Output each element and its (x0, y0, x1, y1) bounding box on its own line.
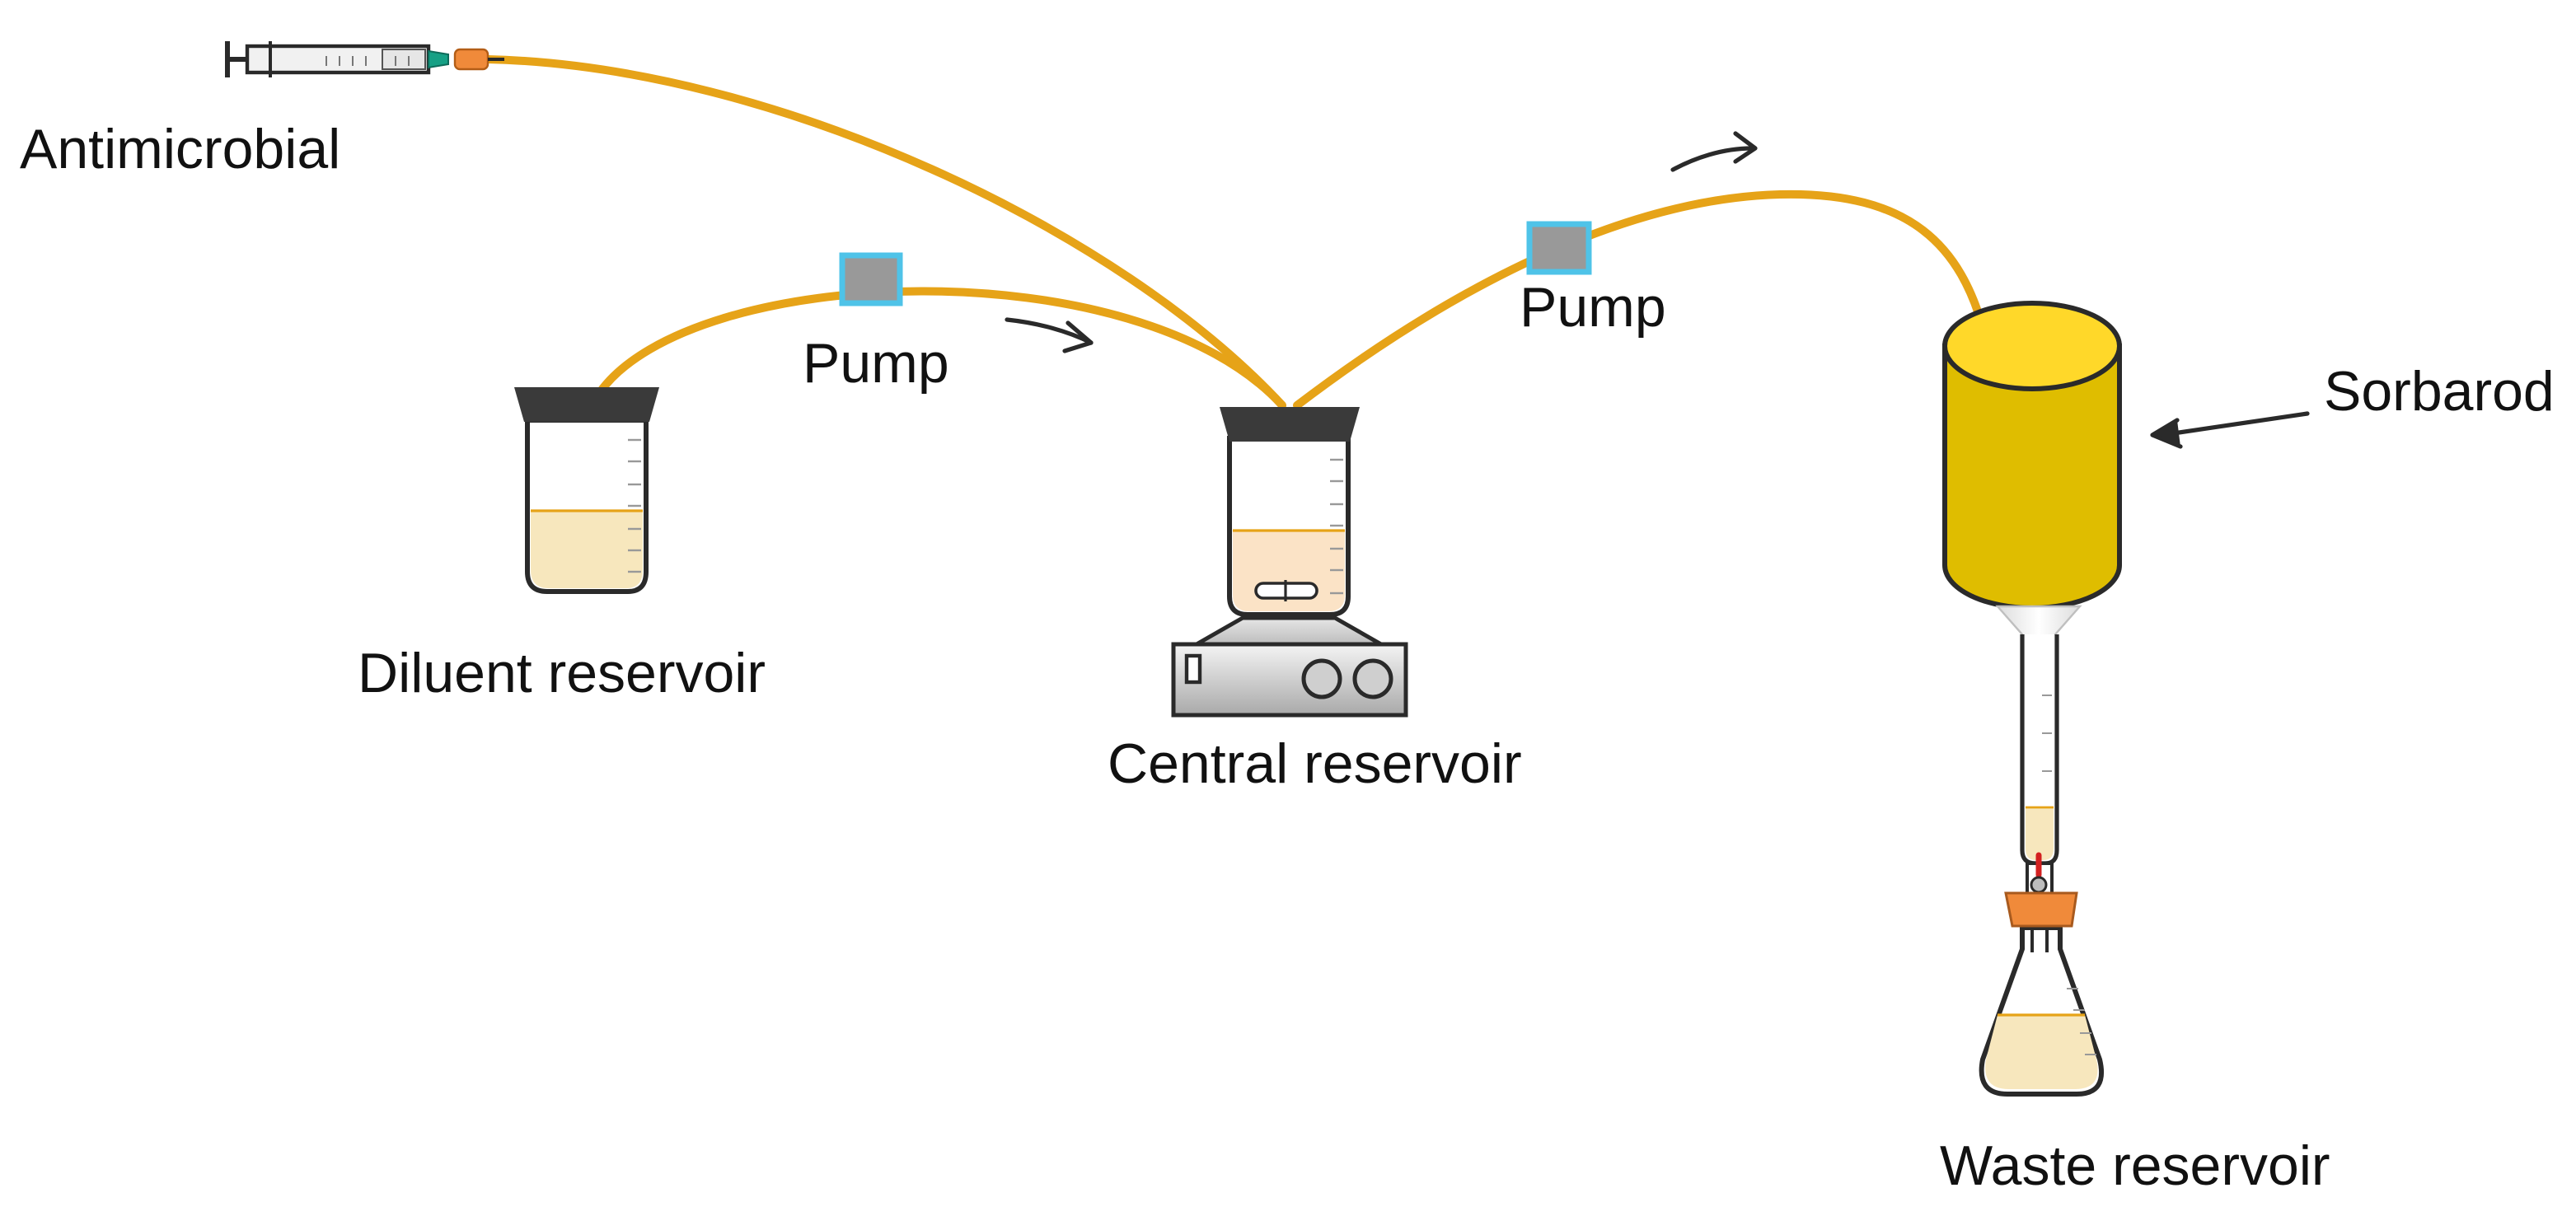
tube-central-to-sorbarod (1293, 189, 1988, 409)
pump-left-icon (839, 252, 903, 306)
flow-arrow-right-icon (1670, 131, 1758, 172)
label-diluent-reservoir: Diluent reservoir (358, 642, 766, 704)
diluent-beaker-icon (514, 387, 659, 594)
label-pump-left: Pump (803, 332, 949, 395)
sorbarod-pointer-arrow-icon (2150, 411, 2310, 449)
sorbarod-icon (1942, 301, 2122, 610)
waste-flask-icon (1979, 891, 2105, 1097)
stopcock-valve-icon (2026, 852, 2054, 898)
tube-antimicrobial-to-central (484, 55, 1286, 409)
label-central-reservoir: Central reservoir (1108, 732, 1522, 795)
syringe-icon (225, 41, 504, 77)
label-waste-reservoir: Waste reservoir (1940, 1134, 2330, 1197)
central-beaker-icon (1220, 407, 1360, 617)
flow-arrows (1005, 131, 2310, 449)
pump-right-icon (1526, 221, 1592, 275)
stirrer-hotplate-icon (1171, 615, 1408, 718)
label-pump-right: Pump (1520, 276, 1666, 339)
label-antimicrobial: Antimicrobial (20, 118, 340, 180)
tube-diluent-to-central (596, 287, 1286, 409)
collection-column-icon (1995, 605, 2082, 866)
tubing-group (484, 55, 1988, 409)
flow-arrow-left-icon (1005, 317, 1094, 353)
label-sorbarod: Sorbarod (2324, 360, 2555, 423)
